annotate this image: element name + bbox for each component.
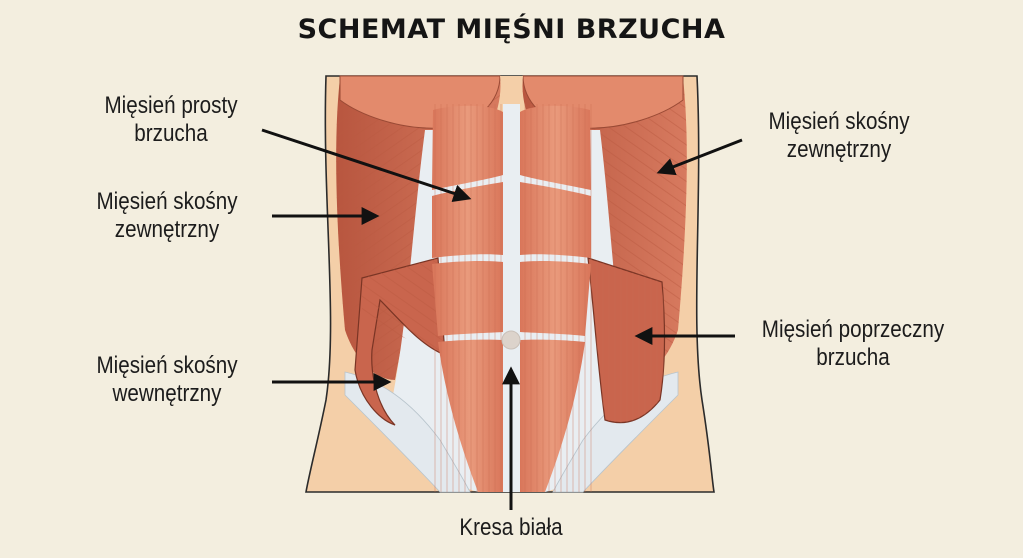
rectus-abdominis-muscle (432, 104, 592, 492)
label-external-oblique-left: Mięsień skośny zewnętrzny (85, 188, 248, 244)
label-line: Mięsień skośny (768, 108, 910, 135)
label-linea-alba: Kresa biała (442, 514, 580, 542)
label-rectus-abdominis: Mięsień prosty brzucha (89, 92, 252, 148)
label-line: brzucha (816, 344, 890, 371)
diagram-title: SCHEMAT MIĘŚNI BRZUCHA (297, 14, 726, 45)
label-external-oblique-right: Mięsień skośny zewnętrzny (757, 108, 920, 164)
label-line: zewnętrzny (786, 136, 892, 163)
label-line: wewnętrzny (112, 380, 222, 407)
pointer-arrows (261, 128, 743, 510)
arrow-rectus (261, 128, 472, 203)
label-line: zewnętrzny (114, 216, 220, 243)
label-transverse-abdominis: Mięsień poprzeczny brzucha (746, 316, 961, 372)
label-line: Mięsień skośny (96, 188, 238, 215)
label-line: brzucha (134, 120, 208, 147)
label-internal-oblique: Mięsień skośny wewnętrzny (85, 352, 248, 408)
arrow-external-oblique-right (656, 138, 743, 176)
label-line: Mięsień poprzeczny (761, 316, 945, 343)
transverse-abdominis-muscle (587, 257, 666, 424)
label-line: Mięsień prosty (104, 92, 238, 119)
label-line: Mięsień skośny (96, 352, 238, 379)
label-line: Kresa biała (459, 514, 563, 541)
